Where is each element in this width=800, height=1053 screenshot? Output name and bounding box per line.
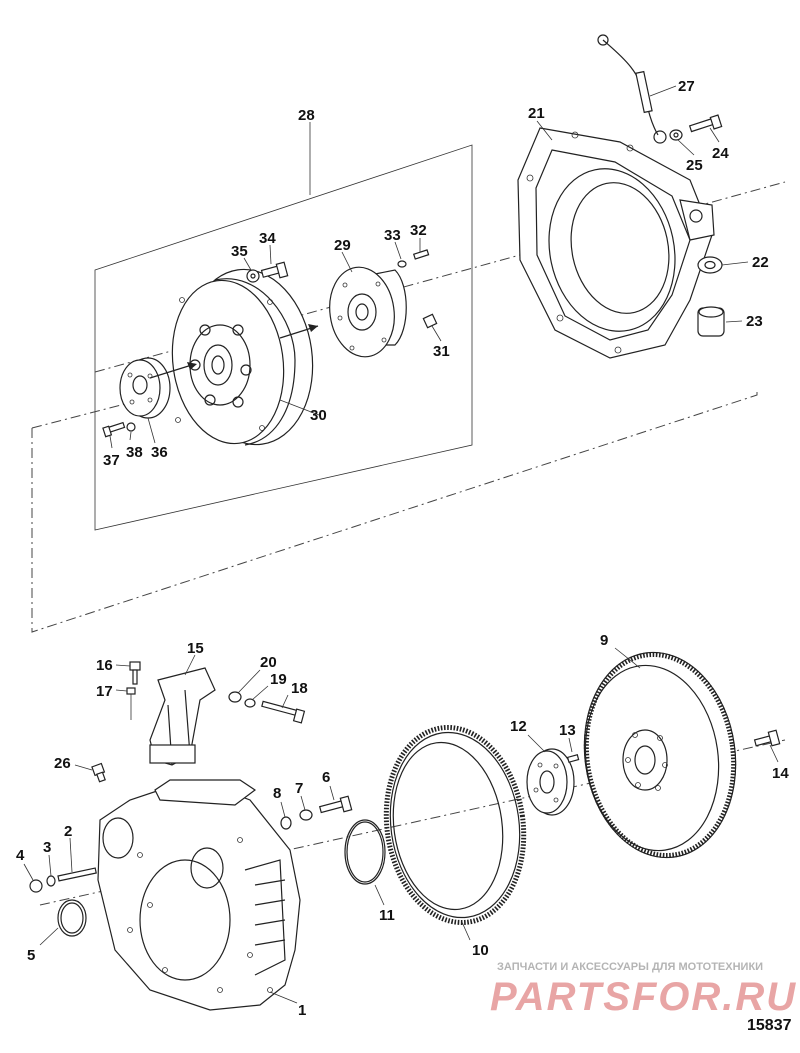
- callout-8: 8: [273, 785, 281, 802]
- flywheel-9: [583, 651, 737, 859]
- callout-9: 9: [600, 632, 608, 649]
- washer-20: [228, 691, 242, 703]
- callout-24: 24: [712, 145, 729, 162]
- callout-6: 6: [322, 769, 330, 786]
- bolt-16: [129, 661, 141, 685]
- bolt-24: [688, 114, 723, 133]
- watermark-tagline: ЗАПЧАСТИ И АКСЕССУАРЫ ДЛЯ МОТОТЕХНИКИ: [497, 961, 763, 973]
- callout-12: 12: [510, 718, 527, 735]
- callout-2: 2: [64, 823, 72, 840]
- callout-13: 13: [559, 722, 576, 739]
- o-ring-5: [57, 899, 87, 937]
- callout-5: 5: [27, 947, 35, 964]
- callout-16: 16: [96, 657, 113, 674]
- washer-7: [299, 809, 313, 821]
- ring-gear-10: [383, 724, 527, 926]
- washer-35: [246, 269, 260, 283]
- assembly-arrows: [149, 324, 319, 379]
- nut-33: [397, 260, 407, 268]
- leader-lines: [23, 85, 779, 1004]
- washer-25: [669, 129, 683, 141]
- bolt-32: [412, 249, 430, 260]
- coupler-29: [329, 266, 407, 358]
- callout-26: 26: [54, 755, 71, 772]
- o-ring-11: [344, 819, 386, 885]
- callout-35: 35: [231, 243, 248, 260]
- figure-id: 15837: [747, 1017, 792, 1034]
- callout-31: 31: [433, 343, 450, 360]
- callout-22: 22: [752, 254, 769, 271]
- bolt-14: [753, 729, 781, 747]
- callout-11: 11: [379, 907, 395, 924]
- hub-36: [119, 357, 171, 419]
- callout-37: 37: [103, 452, 120, 469]
- callout-25: 25: [686, 157, 703, 174]
- callout-32: 32: [410, 222, 427, 239]
- mount-23: [697, 306, 725, 337]
- callout-33: 33: [384, 227, 401, 244]
- plug-26: [91, 762, 106, 783]
- bolt-18: [261, 700, 306, 724]
- flywheel-housing-1: [97, 779, 301, 1011]
- bolt-6: [318, 795, 353, 814]
- watermark-brand: PARTSFOR.RU: [490, 975, 797, 1019]
- callout-20: 20: [260, 654, 277, 671]
- pin-17: [126, 687, 136, 720]
- callout-1: 1: [298, 1002, 306, 1019]
- bracket-15: [149, 667, 216, 766]
- callout-19: 19: [270, 671, 287, 688]
- callout-27: 27: [678, 78, 695, 95]
- ground-strap-27: [597, 34, 667, 144]
- callout-10: 10: [472, 942, 489, 959]
- kit-outline-28: [94, 122, 473, 531]
- nut-22: [697, 256, 723, 274]
- nut-4: [29, 879, 43, 893]
- damper-plate-30: [171, 268, 314, 446]
- callout-30: 30: [310, 407, 327, 424]
- callout-15: 15: [187, 640, 204, 657]
- callout-4: 4: [16, 847, 25, 864]
- washer-3: [46, 875, 56, 887]
- pin-13: [566, 754, 580, 763]
- stud-2: [57, 867, 97, 882]
- callout-3: 3: [43, 839, 51, 856]
- spacer-12: [526, 748, 575, 816]
- callout-34: 34: [259, 230, 276, 247]
- callout-36: 36: [151, 444, 168, 461]
- washer-8: [280, 816, 292, 830]
- callout-labels: 1 2 3 4 5 6 7 8 9 10 11 12 13 14 15 16 1…: [16, 78, 789, 1019]
- bolt-37: [102, 421, 126, 438]
- callout-18: 18: [291, 680, 308, 697]
- callout-28: 28: [298, 107, 315, 124]
- washer-19: [244, 698, 256, 708]
- bolt-34: [260, 261, 289, 279]
- callout-38: 38: [126, 444, 143, 461]
- callout-14: 14: [772, 765, 789, 782]
- washer-38: [126, 422, 136, 432]
- callout-21: 21: [528, 105, 545, 122]
- fitting-31: [422, 313, 438, 329]
- callout-29: 29: [334, 237, 351, 254]
- callout-7: 7: [295, 780, 303, 797]
- callout-17: 17: [96, 683, 113, 700]
- flywheel-housing-21: [517, 127, 715, 359]
- callout-23: 23: [746, 313, 763, 330]
